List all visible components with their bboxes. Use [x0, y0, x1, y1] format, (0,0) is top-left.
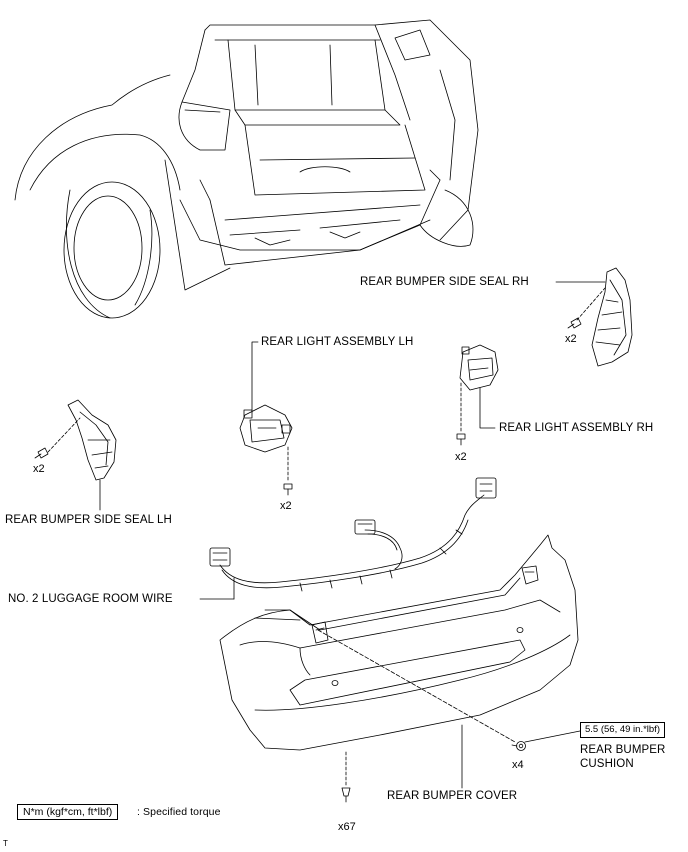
qty-seal-rh: x2 [565, 333, 577, 345]
label-seal-rh: REAR BUMPER SIDE SEAL RH [360, 276, 529, 288]
rear-light-assembly-rh [459, 344, 499, 391]
screw-icon [34, 447, 49, 459]
rear-bumper-side-seal-rh [591, 267, 633, 367]
label-cushion-line1: REAR BUMPER [580, 744, 666, 756]
footer-mark: T [3, 839, 8, 848]
leader-line-light-lh [251, 341, 259, 413]
torque-spec-box: 5.5 (56, 49 in.*lbf) [580, 722, 665, 738]
label-cushion-line2: CUSHION [580, 758, 634, 770]
clip-icon [341, 787, 351, 803]
rear-light-assembly-lh [239, 404, 293, 453]
bolt-icon [456, 433, 466, 446]
screw-icon [567, 317, 582, 329]
dash-line-seal-lh [47, 417, 81, 453]
qty-light-rh: x2 [455, 451, 467, 463]
rear-bumper-side-seal-lh [67, 399, 117, 481]
rear-bumper-cover [219, 534, 579, 751]
vehicle-rear-illustration [14, 19, 479, 319]
label-seal-lh: REAR BUMPER SIDE SEAL LH [5, 514, 172, 526]
cushion-icon [511, 741, 526, 751]
qty-light-lh: x2 [280, 500, 292, 512]
legend-description: : Specified torque [137, 806, 221, 818]
label-wire: NO. 2 LUGGAGE ROOM WIRE [8, 593, 173, 605]
label-light-lh: REAR LIGHT ASSEMBLY LH [261, 336, 414, 348]
bolt-icon [283, 483, 293, 496]
leader-line-torque [524, 730, 581, 743]
qty-clips: x67 [338, 821, 356, 833]
label-cover: REAR BUMPER COVER [387, 790, 518, 802]
luggage-room-wire-harness [209, 477, 497, 592]
dash-line-cushion [317, 629, 516, 743]
qty-seal-lh: x2 [33, 463, 45, 475]
qty-cushion: x4 [512, 759, 524, 771]
legend-unit-box: N*m (kgf*cm, ft*lbf) [17, 804, 119, 820]
leader-line-light-rh [479, 387, 496, 429]
label-light-rh: REAR LIGHT ASSEMBLY RH [499, 422, 654, 434]
dash-line-seal-rh [576, 287, 606, 321]
